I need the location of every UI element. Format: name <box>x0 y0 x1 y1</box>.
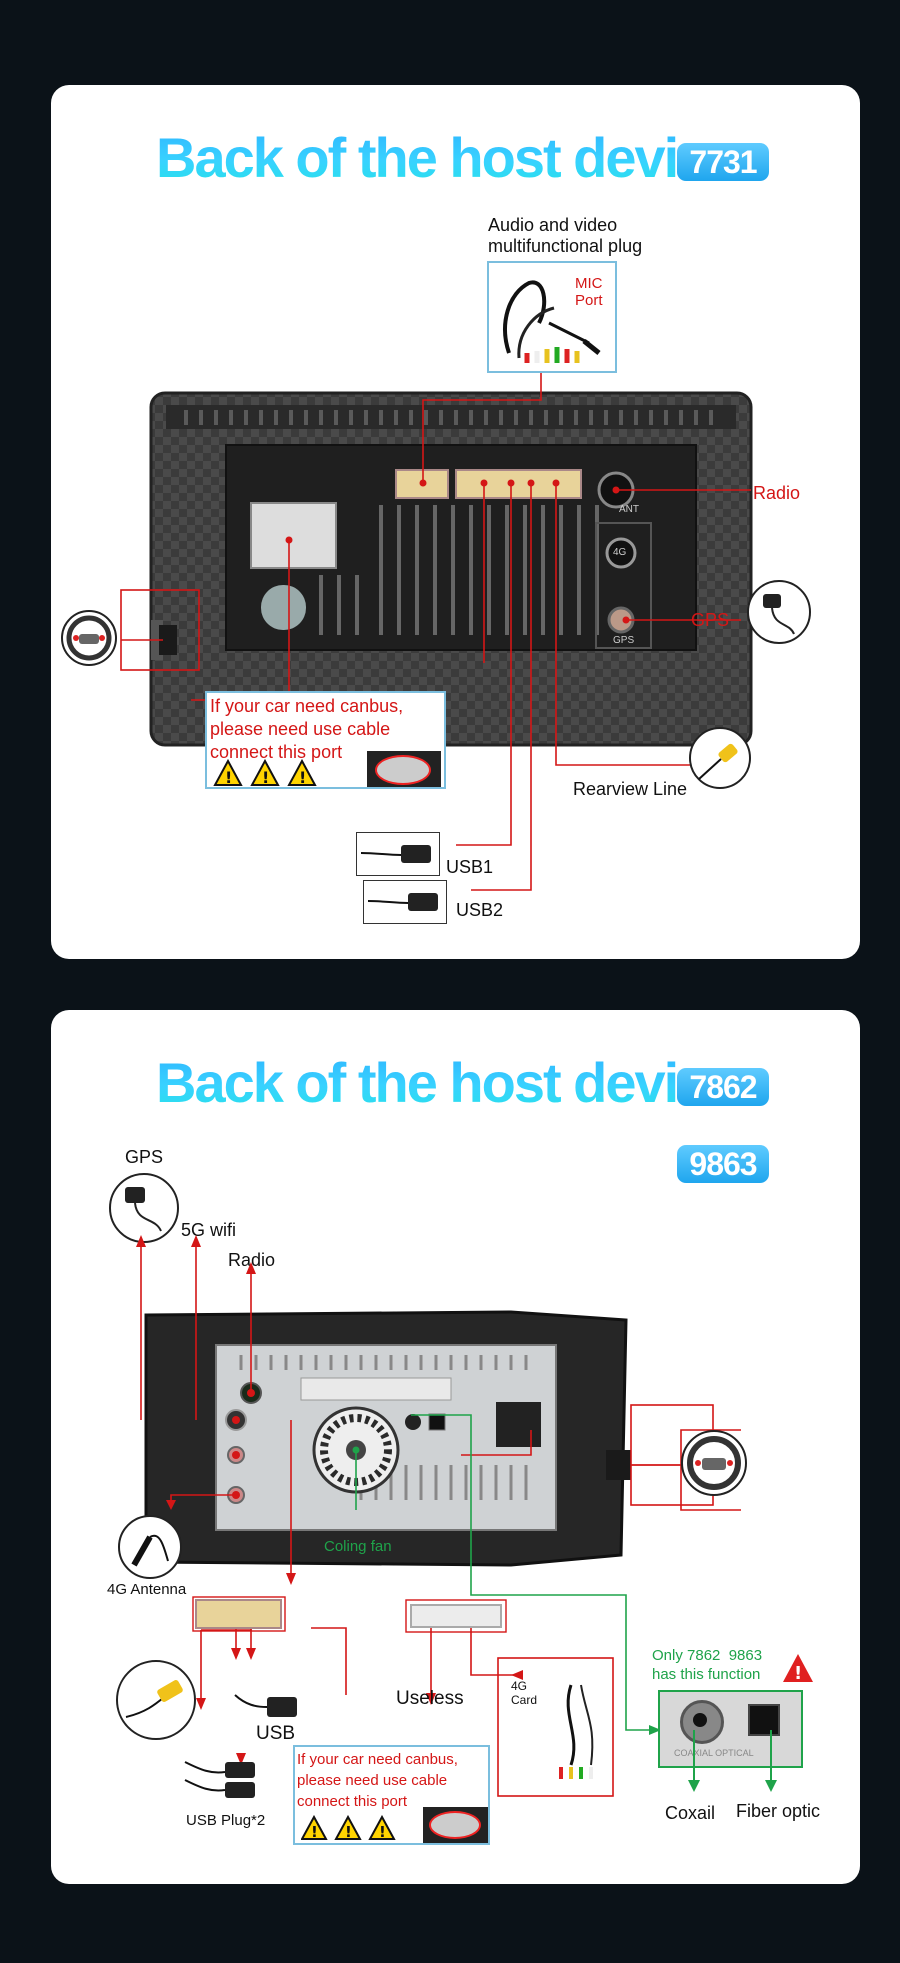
section-title: Back of the host device <box>156 126 738 189</box>
model-badge-7862: 7862 <box>677 1068 769 1106</box>
wifi-label: 5G wifi <box>181 1220 237 1240</box>
only-models-note: Only 7862 9863 has this function <box>652 1647 763 1683</box>
rearview-cable-icon <box>689 727 751 789</box>
4g-antenna-label: 4G Antenna <box>107 1581 187 1598</box>
gps-port-text: GPS <box>613 635 635 646</box>
svg-text:!: ! <box>225 768 232 787</box>
cooling-fan-label: Coling fan <box>324 1538 392 1555</box>
usb-label: USB <box>256 1723 296 1744</box>
4g-antenna-icon <box>118 1515 182 1579</box>
gps-antenna-icon <box>109 1173 179 1243</box>
steering-wheel-icon <box>681 1430 747 1496</box>
4g-port-text: 4G <box>613 547 627 558</box>
optical-arrows <box>688 1730 777 1792</box>
model-badge-7731: 7731 <box>677 143 769 181</box>
host-device-7862-graphic <box>136 1235 741 1797</box>
canbus-note-box: If your car need canbus, please need use… <box>293 1745 490 1845</box>
gps-label: GPS <box>691 610 730 630</box>
panel-7862-9863: Back of the host device 7862 9863 GPS 5G… <box>51 1010 860 1884</box>
usb-plug-icon <box>181 1750 261 1806</box>
rearview-cable-icon <box>116 1660 196 1740</box>
usb1-label: USB1 <box>446 857 494 877</box>
section-title: Back of the host device <box>156 1051 738 1114</box>
canbus-port-photo <box>423 1807 488 1843</box>
steering-wheel-icon <box>61 610 117 666</box>
fiber-optic-label: Fiber optic <box>736 1801 821 1821</box>
svg-text:!: ! <box>311 1823 318 1841</box>
optical-port-panel: COAXIAL OPTICAL <box>658 1690 803 1768</box>
canbus-port-photo <box>367 751 441 787</box>
rearview-label: Rearview Line <box>573 779 688 799</box>
optical-port-text: COAXIAL OPTICAL <box>674 1748 754 1758</box>
canbus-note-text: If your car need canbus, please need use… <box>297 1751 458 1810</box>
gps-label: GPS <box>125 1147 164 1167</box>
av-plug-label: Audio and video multifunctional plug <box>488 215 643 256</box>
av-cable-box: MIC Port <box>487 261 617 373</box>
svg-text:!: ! <box>794 1663 802 1684</box>
usb-plug-label: USB Plug*2 <box>186 1812 266 1829</box>
warning-icon: !!! <box>301 1815 396 1841</box>
coaxial-port <box>680 1700 724 1744</box>
av-cable-icon <box>503 280 601 363</box>
usb2-label: USB2 <box>456 900 504 920</box>
svg-text:!: ! <box>379 1823 386 1841</box>
usb-cable-icon <box>231 1685 301 1721</box>
panel-7731: Back of the host device 7731 Audio and v… <box>51 85 860 959</box>
4g-card-label: 4G Card <box>511 1679 538 1707</box>
canbus-note-text: If your car need canbus, please need use… <box>210 696 404 763</box>
host-device-7731-graphic <box>120 373 753 891</box>
warning-icon: !!! <box>213 759 317 787</box>
coaxial-label: Coxail <box>665 1803 716 1823</box>
svg-text:!: ! <box>345 1823 352 1841</box>
svg-text:!: ! <box>262 768 269 787</box>
model-badge-9863: 9863 <box>677 1145 769 1183</box>
alert-icon: ! <box>783 1654 813 1684</box>
svg-text:!: ! <box>299 768 306 787</box>
usb1-cable-icon <box>356 832 440 876</box>
canbus-note-box: If your car need canbus, please need use… <box>205 691 446 789</box>
useless-label: Useless <box>396 1688 464 1709</box>
mic-port-label: MIC Port <box>575 275 603 310</box>
fiber-optic-port <box>748 1704 780 1736</box>
4g-card-cable-icon <box>559 1684 594 1779</box>
radio-label: Radio <box>228 1250 276 1270</box>
gps-antenna-icon <box>747 580 811 644</box>
usb2-cable-icon <box>363 880 447 924</box>
radio-label: Radio <box>753 483 801 503</box>
ant-port-text: ANT <box>619 504 639 515</box>
